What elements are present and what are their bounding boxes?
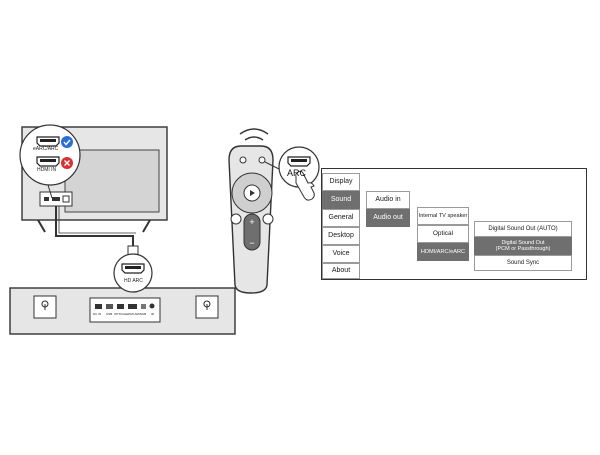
sb-label-ir: IR xyxy=(151,312,154,316)
hdmi-port-earc-inner xyxy=(40,139,56,142)
check-icon xyxy=(61,136,73,148)
sb-label-optical: OPTICAL xyxy=(114,312,127,316)
soundbar-port-panel xyxy=(89,297,161,323)
volume-down-icon: − xyxy=(249,238,254,248)
sb-port-usb xyxy=(106,304,113,309)
pointing-hand-icon xyxy=(295,170,315,201)
audio-out-hdmi-arc-earc[interactable]: HDMI/ARC/eARC xyxy=(417,243,469,261)
sb-label-usb: USB xyxy=(106,312,113,316)
menu-category-desktop[interactable]: Desktop xyxy=(322,227,360,245)
menu-category-voice[interactable]: Voice xyxy=(322,245,360,263)
menu-category-display[interactable]: Display xyxy=(322,173,360,191)
sb-label-hdmi: HDMI ARC xyxy=(126,312,141,316)
tv xyxy=(21,126,168,233)
sb-port-optical xyxy=(117,304,124,309)
sb-port-dc xyxy=(95,304,102,309)
tv-port-earc-label: eARC/ARC xyxy=(33,146,59,152)
arc-item-digital-sound-out-auto[interactable]: Digital Sound Out (AUTO) xyxy=(474,221,572,237)
tv-callout-leader xyxy=(47,184,53,199)
audio-out-optical[interactable]: Optical xyxy=(417,225,469,243)
hdmi-port-remote-inner xyxy=(291,159,307,162)
hd-arc-callout xyxy=(113,253,153,293)
remote: + − xyxy=(228,128,274,294)
remote-arc-label: ARC xyxy=(287,168,307,178)
sb-port-hdmi xyxy=(128,304,137,309)
arc-item-sound-sync[interactable]: Sound Sync xyxy=(474,255,572,271)
sound-item-audio-out[interactable]: Audio out xyxy=(366,209,410,227)
tv-stand-right xyxy=(142,219,151,233)
tv-rear-panel xyxy=(64,149,160,213)
hdmi-port-in-inner xyxy=(40,159,56,162)
remote-power-button[interactable] xyxy=(239,156,247,164)
settings-menu: Display Sound General Desktop Voice Abou… xyxy=(321,168,587,280)
tv-port-2 xyxy=(52,197,60,201)
soundbar-hd-arc-label: HD ARC xyxy=(124,278,143,284)
signal-waves-icon xyxy=(239,128,269,141)
sb-label-sub: SUB xyxy=(140,312,147,316)
menu-category-general[interactable]: General xyxy=(322,209,360,227)
remote-arc-callout xyxy=(264,146,320,201)
remote-input-button[interactable] xyxy=(258,156,266,164)
cross-icon xyxy=(61,157,73,169)
remote-volume-rocker[interactable] xyxy=(243,213,261,251)
remote-play-icon xyxy=(250,190,255,196)
menu-category-about[interactable]: About xyxy=(322,263,360,279)
keyhole-right-icon xyxy=(203,300,211,310)
menu-category-sound[interactable]: Sound xyxy=(322,191,360,209)
soundbar xyxy=(9,287,236,335)
sb-label-dc: DC IN xyxy=(93,312,102,316)
sb-port-sub xyxy=(141,304,146,309)
tv-port-hdmi-in-label: HDMI IN xyxy=(37,167,57,173)
audio-out-internal-speaker[interactable]: Internal TV speaker xyxy=(417,207,469,225)
tv-callout-circle xyxy=(19,124,81,186)
tv-port-1 xyxy=(44,197,49,201)
sb-port-ir xyxy=(149,303,155,309)
tv-port-3 xyxy=(62,195,70,203)
tv-stand-left xyxy=(37,219,46,233)
hdmi-cable xyxy=(55,206,139,259)
keyhole-left-icon xyxy=(41,300,49,310)
arc-item-digital-sound-out-pcm[interactable]: Digital Sound Out (PCM or Passthrough) xyxy=(474,237,572,255)
volume-up-icon: + xyxy=(249,217,254,227)
remote-home-button[interactable] xyxy=(262,213,274,225)
sound-item-audio-in[interactable]: Audio in xyxy=(366,191,410,209)
hdmi-port-hdarc-inner xyxy=(125,266,141,269)
remote-back-button[interactable] xyxy=(230,213,242,225)
